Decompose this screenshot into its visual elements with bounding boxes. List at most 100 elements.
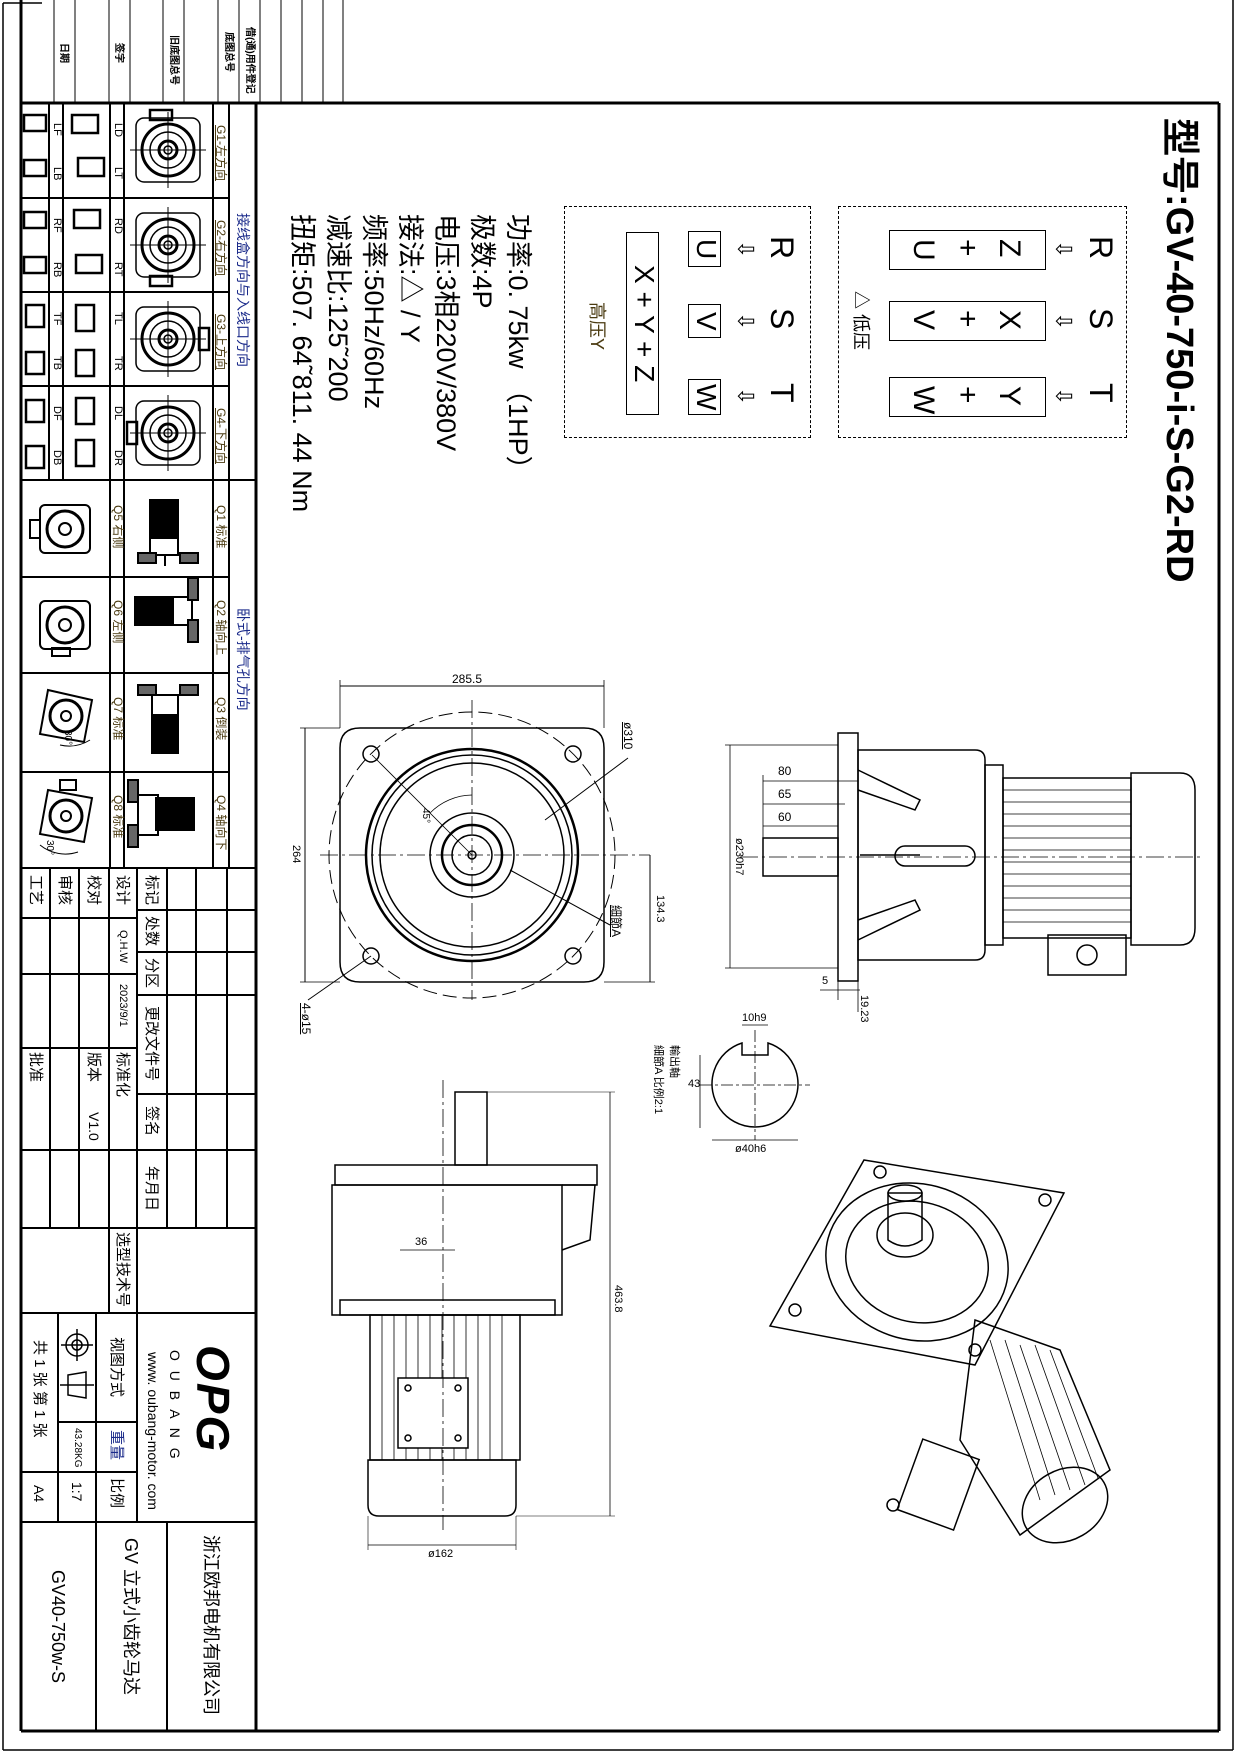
q7-front-view bbox=[38, 688, 94, 747]
spec-voltage: 电压:3相220V/380V bbox=[431, 214, 461, 452]
link-glyph: W bbox=[907, 386, 940, 415]
spec-torque: 扭矩:507. 64˜811. 44 Nm bbox=[287, 214, 317, 513]
link-glyph: X bbox=[993, 310, 1026, 331]
g3-flange-view bbox=[130, 301, 211, 377]
link-box-1 bbox=[889, 230, 1046, 270]
terminal-t: T bbox=[764, 383, 800, 403]
low-voltage-wiring-box bbox=[838, 206, 1127, 438]
link-box-3 bbox=[889, 377, 1046, 417]
link-box-2 bbox=[889, 301, 1046, 341]
link-glyph: Y bbox=[993, 386, 1026, 407]
dim-offset-36: 36 bbox=[415, 1236, 428, 1248]
tb-date-label: 年月日 bbox=[143, 1166, 160, 1212]
dim-angle: 45° bbox=[420, 808, 431, 824]
terminal-box-u: U bbox=[688, 231, 722, 267]
strip-signature: 签字 bbox=[113, 43, 124, 63]
dim-shaft-80: 80 bbox=[778, 764, 792, 778]
q4-side-view bbox=[127, 779, 195, 848]
code-label: LD bbox=[112, 123, 124, 138]
tb-design-date: 2023/9/1 bbox=[117, 984, 129, 1027]
tb-count: 处数 bbox=[143, 916, 160, 947]
dim-pcd: ø310 bbox=[621, 722, 635, 750]
arrow-left-icon: ⇦ bbox=[737, 308, 756, 333]
tb-scale: 1:7 bbox=[69, 1482, 85, 1502]
g2-label: G2-右方向 bbox=[214, 220, 228, 277]
tb-weight: 43.28KG bbox=[72, 1428, 83, 1468]
detail-title: 輸出軸 bbox=[668, 1045, 680, 1078]
opg-logo: OPG bbox=[187, 1345, 239, 1454]
dim-total-length: 463.8 bbox=[612, 1285, 624, 1313]
code-label: LF bbox=[51, 123, 63, 136]
g3-label: G3-上方向 bbox=[214, 314, 228, 371]
spec-poles: 极数:4P bbox=[467, 214, 497, 309]
strip-old-base-no: 旧底图总号 bbox=[168, 35, 179, 85]
code-label: TR bbox=[112, 356, 124, 371]
code-label: RF bbox=[51, 218, 63, 233]
arrow-left-icon: ⇦ bbox=[737, 236, 756, 261]
g4-label: G4-下方向 bbox=[214, 408, 228, 465]
website-link: www. oubang-motor. com bbox=[145, 1352, 161, 1510]
link-glyph: V bbox=[907, 310, 940, 331]
q-row-thumbnails bbox=[29, 499, 199, 855]
dim-offset: 134.3 bbox=[654, 895, 666, 923]
q7-angle: 30° bbox=[62, 730, 73, 746]
q2-label: Q2 轴向上 bbox=[214, 600, 228, 656]
drawing-frame bbox=[19, 0, 1221, 1733]
dim-motor-dia: ø162 bbox=[428, 1548, 454, 1560]
model-number: 型号:GV-40-750-i-S-G2-RD bbox=[1158, 118, 1200, 583]
arrow-left-icon: ⇦ bbox=[1055, 383, 1074, 408]
tb-scale-label: 比例 bbox=[108, 1478, 125, 1509]
link-glyph: Z bbox=[993, 239, 1026, 258]
tb-check: 校对 bbox=[85, 875, 102, 906]
g1-flange-view bbox=[130, 108, 206, 188]
q3-label: Q3 倒装 bbox=[214, 697, 228, 741]
bolt-hole-icons bbox=[362, 745, 582, 965]
spec-frequency: 频率:50Hz/60Hz bbox=[359, 214, 389, 410]
dim-spigot-length: 19.23 bbox=[858, 995, 870, 1023]
arrow-left-icon: ⇦ bbox=[737, 383, 756, 408]
cooling-fins bbox=[1003, 789, 1131, 923]
spec-ratio: 减速比:125˜200 bbox=[323, 214, 353, 402]
star-point-box: X + Y + Z bbox=[626, 232, 660, 415]
q8-angle: 30° bbox=[44, 840, 55, 856]
dim-spigot: ø230h7 bbox=[733, 838, 745, 876]
spec-power: 功率:0. 75kw （1HP） bbox=[503, 214, 533, 483]
q3-side-view bbox=[137, 684, 199, 754]
link-glyph: + bbox=[951, 386, 984, 404]
q1-label: Q1 标准 bbox=[214, 505, 228, 549]
arrow-left-icon: ⇦ bbox=[1055, 308, 1074, 333]
g-row-thumbnails bbox=[22, 108, 211, 471]
terminal-s: S bbox=[1083, 308, 1119, 330]
high-voltage-label: 高压Y bbox=[587, 302, 607, 351]
link-glyph: + bbox=[951, 310, 984, 328]
tb-signature: 签名 bbox=[143, 1106, 160, 1137]
iso-fins bbox=[989, 1339, 1099, 1501]
g2-flange-view bbox=[130, 207, 206, 288]
tb-change-doc: 更改文件号 bbox=[143, 1006, 160, 1082]
tb-selection-no: 选型技术号 bbox=[114, 1232, 131, 1308]
code-label: LT bbox=[112, 167, 124, 180]
link-glyph: U bbox=[907, 239, 940, 261]
g1-label: G1-左方向 bbox=[214, 125, 228, 182]
q6-label: Q6 左侧 bbox=[111, 600, 125, 644]
code-label: DR bbox=[112, 450, 124, 466]
q7-label: Q7 标准 bbox=[111, 697, 125, 741]
dim-shaft-dia: ø40h6 bbox=[735, 1143, 767, 1155]
company-name: 浙江欧邦电机有限公司 bbox=[201, 1535, 221, 1715]
code-label: DF bbox=[51, 406, 63, 421]
left-panel-grid bbox=[21, 103, 256, 868]
terminal-r: R bbox=[764, 236, 800, 260]
title-block-grid bbox=[21, 867, 256, 1731]
code-label: TB bbox=[51, 356, 63, 371]
terminal-t: T bbox=[1083, 383, 1119, 403]
strip-base-no: 底图总号 bbox=[223, 32, 234, 72]
dim-height: 264 bbox=[290, 845, 302, 864]
dim-shaft-60: 60 bbox=[778, 810, 792, 824]
terminal-box-w: W bbox=[688, 379, 722, 415]
top-strip-grid bbox=[53, 0, 344, 103]
tb-version: V1.0 bbox=[86, 1112, 102, 1141]
link-glyph: + bbox=[951, 239, 984, 257]
code-label: RB bbox=[51, 262, 63, 278]
terminal-box-v: V bbox=[688, 304, 722, 338]
